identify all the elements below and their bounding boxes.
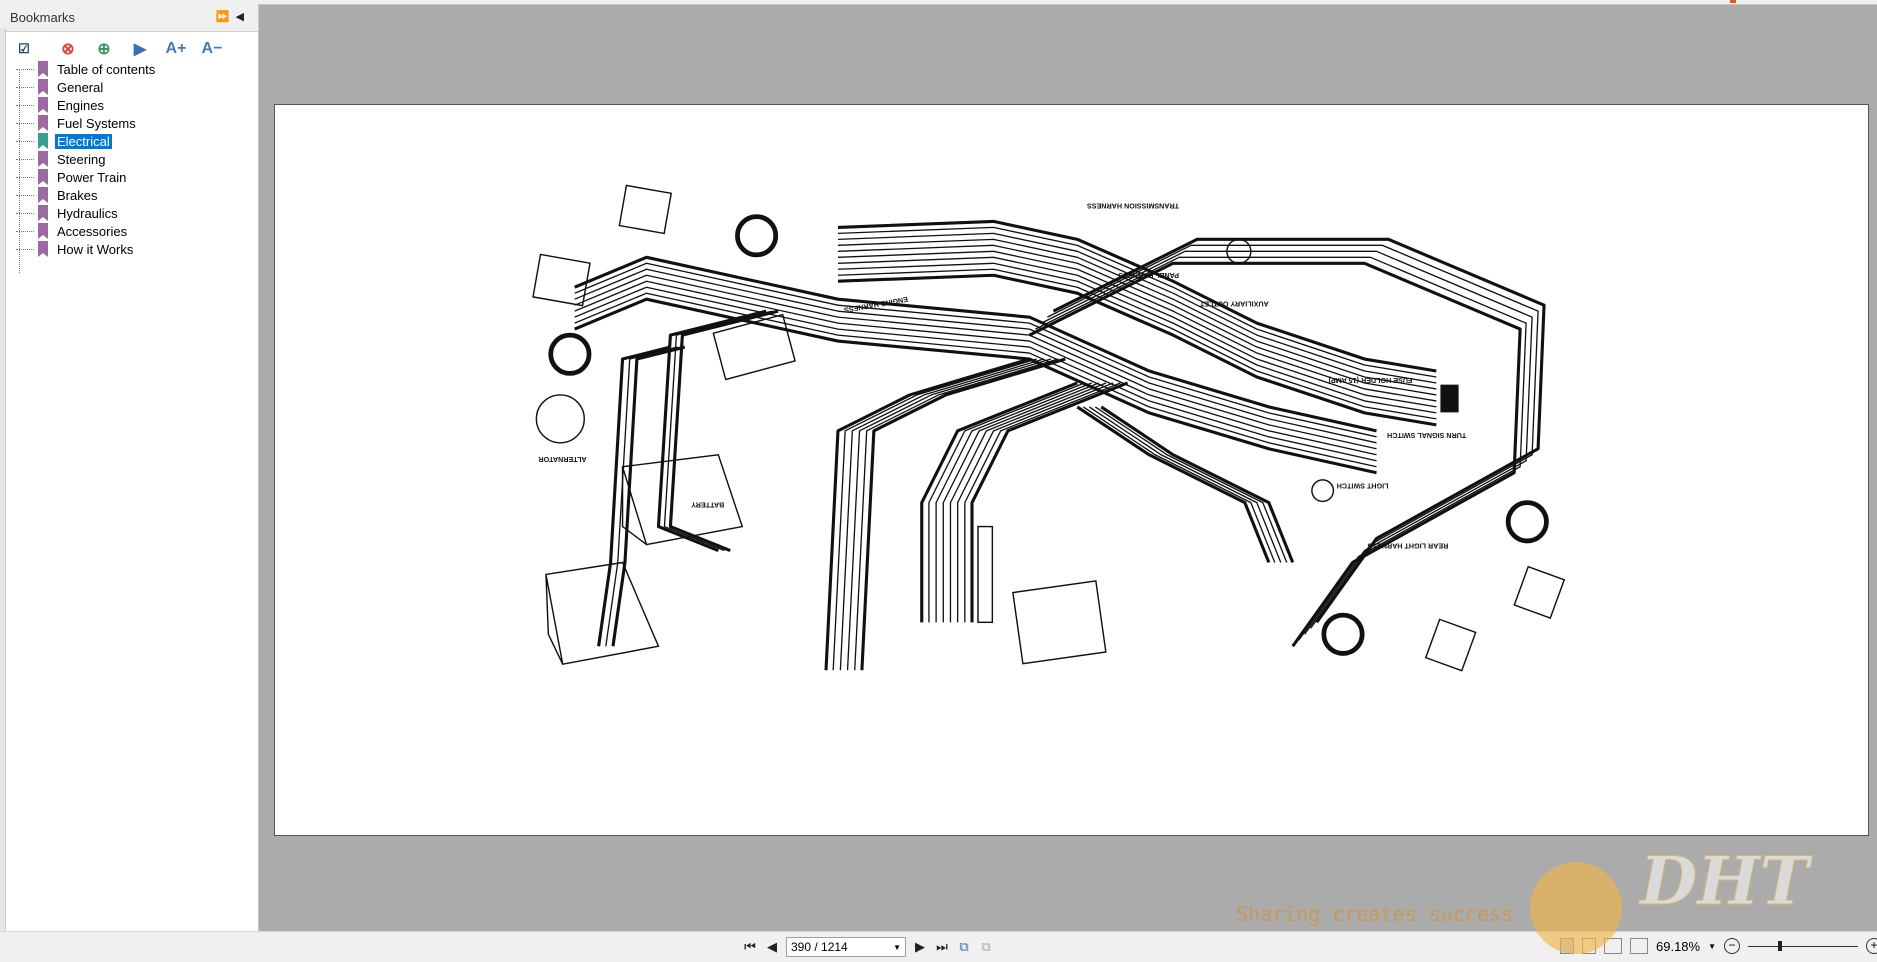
zoom-in-button[interactable]: + <box>1866 938 1877 954</box>
expand-icon[interactable]: ⏩ <box>215 11 236 23</box>
document-page <box>274 104 1869 836</box>
bookmark-label: Accessories <box>57 223 128 239</box>
page-number-value: 390 / 1214 <box>791 940 848 954</box>
zoom-slider-handle[interactable] <box>1778 940 1783 951</box>
add-bookmark-icon[interactable]: ⊕ <box>97 41 111 58</box>
bookmark-label: General <box>57 79 104 95</box>
bookmark-item[interactable]: Steering <box>16 150 157 168</box>
bookmark-icon <box>38 241 48 257</box>
bookmark-icon <box>38 223 48 239</box>
tree-guide-line <box>19 69 20 273</box>
bookmark-icon <box>38 133 48 149</box>
previous-page-button[interactable]: ◀ <box>767 939 777 954</box>
first-page-button[interactable]: ⏮ <box>744 939 756 954</box>
bookmark-icon <box>38 79 48 95</box>
zoom-dropdown-icon[interactable]: ▼ <box>1708 941 1717 951</box>
bookmark-icon <box>38 97 48 113</box>
watermark-logo-circle <box>1530 862 1622 954</box>
zoom-slider[interactable] <box>1748 940 1859 951</box>
bookmark-item[interactable]: Fuel Systems <box>16 114 157 132</box>
bookmark-item[interactable]: Table of contents <box>16 60 157 78</box>
bookmark-label: Hydraulics <box>57 205 118 221</box>
collapse-panel-icon[interactable]: ◀ <box>235 11 250 23</box>
bookmark-label: Power Train <box>57 169 127 185</box>
bookmarks-title: Bookmarks <box>10 10 76 25</box>
bookmark-item[interactable]: Brakes <box>16 186 157 204</box>
bookmark-item[interactable]: Engines <box>16 96 157 114</box>
window-accent-mark <box>1730 0 1736 3</box>
previous-view-icon[interactable]: ⧉ <box>959 939 969 954</box>
bookmark-item-selected[interactable]: Electrical <box>16 132 157 150</box>
bookmarks-panel: Bookmarks ⏩◀ ☑ ⊗ ⊕ ▶ A+ A− Table of cont… <box>0 4 259 932</box>
bookmark-icon <box>38 151 48 167</box>
zoom-out-button[interactable]: − <box>1724 938 1741 954</box>
bookmark-label: Engines <box>57 97 104 113</box>
increase-font-icon[interactable]: A+ <box>165 40 187 57</box>
bookmark-item[interactable]: Accessories <box>16 222 157 240</box>
page-number-input[interactable]: 390 / 1214 ▼ <box>786 937 906 957</box>
continuous-facing-view-icon[interactable] <box>1630 938 1648 954</box>
bookmark-icon <box>38 187 48 203</box>
bookmark-label: Brakes <box>57 187 98 203</box>
bookmark-list: Table of contents General Engines Fuel S… <box>16 60 157 258</box>
bookmark-item[interactable]: General <box>16 78 157 96</box>
zoom-level[interactable]: 69.18% <box>1656 938 1701 954</box>
delete-bookmark-icon[interactable]: ⊗ <box>61 41 75 58</box>
next-page-button[interactable]: ▶ <box>915 939 925 954</box>
bookmark-item[interactable]: Hydraulics <box>16 204 157 222</box>
side-tab-strip <box>0 28 6 931</box>
next-view-icon[interactable]: ⧉ <box>981 939 991 954</box>
bookmark-label: Fuel Systems <box>57 115 136 131</box>
go-to-bookmark-icon[interactable]: ▶ <box>133 41 147 58</box>
decrease-font-icon[interactable]: A− <box>201 40 223 57</box>
expand-all-icon[interactable]: ☑ <box>18 41 30 56</box>
bookmark-item[interactable]: Power Train <box>16 168 157 186</box>
top-bar <box>0 0 1877 5</box>
facing-view-icon[interactable] <box>1604 938 1622 954</box>
bookmark-icon <box>38 115 48 131</box>
bookmark-icon <box>38 205 48 221</box>
watermark-logo-text: DHT <box>1640 842 1810 920</box>
bookmark-icon <box>38 169 48 185</box>
bookmark-icon <box>38 61 48 77</box>
bookmark-label: Table of contents <box>57 61 156 77</box>
bookmark-label: Steering <box>57 151 106 167</box>
bookmark-item[interactable]: How it Works <box>16 240 157 258</box>
bookmark-label: How it Works <box>57 241 134 257</box>
bookmark-label: Electrical <box>55 133 112 149</box>
bookmarks-tree-area: ☑ ⊗ ⊕ ▶ A+ A− Table of contents General … <box>6 31 258 932</box>
last-page-button[interactable]: ⏭ <box>936 939 948 954</box>
chevron-down-icon[interactable]: ▼ <box>893 942 901 952</box>
watermark-tagline: Sharing creates success <box>1236 902 1513 926</box>
